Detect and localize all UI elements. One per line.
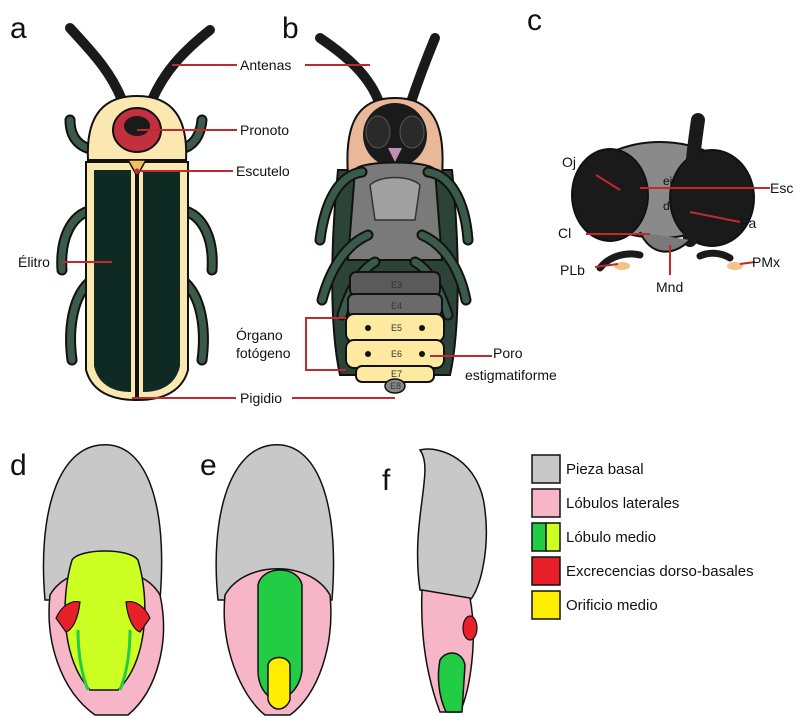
panel-letter-a: a <box>10 12 27 45</box>
label-poro-1: Poro <box>493 345 523 361</box>
label-organo-1: Órgano <box>236 327 283 343</box>
label-pigidio: Pigidio <box>240 390 282 406</box>
aedeagus-lateral <box>418 449 487 712</box>
label-escutelo: Escutelo <box>236 163 290 179</box>
legend-label: Pieza basal <box>566 461 644 478</box>
label-antenas: Antenas <box>240 57 291 73</box>
legend-label: Lóbulo medio <box>566 529 656 546</box>
beetle-head-view <box>572 120 754 270</box>
beetle-ventral-view: E3 E4 E5 E6 E7 E8 <box>320 38 468 393</box>
label-mnd: Mnd <box>656 279 683 295</box>
aedeagus-dorsal <box>43 445 163 715</box>
label-fa: Fa <box>740 215 757 231</box>
label-poro-2: estigmatiforme <box>465 367 557 383</box>
legend-item-excrecencias: Excrecencias dorso-basales <box>532 557 754 585</box>
label-cl: Cl <box>558 225 571 241</box>
legend-label: Orificio medio <box>566 597 658 614</box>
legend-label: Excrecencias dorso-basales <box>566 563 754 580</box>
segment-e3: E3 <box>391 280 402 290</box>
segment-e8: E8 <box>390 381 401 391</box>
legend-item-lobulos-laterales: Lóbulos laterales <box>532 489 679 517</box>
panel-letter-b: b <box>282 12 299 45</box>
panel-letter-e: e <box>200 449 217 482</box>
legend: Pieza basal Lóbulos laterales Lóbulo med… <box>532 455 754 619</box>
label-esc: Esc <box>770 180 793 196</box>
label-pmx: PMx <box>752 254 780 270</box>
label-plb: PLb <box>560 262 585 278</box>
label-di: di <box>663 199 672 213</box>
legend-item-pieza-basal: Pieza basal <box>532 455 644 483</box>
segment-e4: E4 <box>391 301 402 311</box>
label-ei: ei <box>663 174 672 188</box>
label-elitro: Élitro <box>18 254 50 270</box>
label-organo-2: fotógeno <box>236 345 291 361</box>
label-pronoto: Pronoto <box>240 122 289 138</box>
legend-item-orificio-medio: Orificio medio <box>532 591 658 619</box>
beetle-dorsal-view <box>62 28 213 400</box>
segment-e5: E5 <box>391 323 402 333</box>
legend-item-lobulo-medio: Lóbulo medio <box>532 523 656 551</box>
segment-e7: E7 <box>391 369 402 379</box>
panel-letter-c: c <box>527 4 542 37</box>
aedeagus-ventral <box>216 445 333 715</box>
segment-e6: E6 <box>391 349 402 359</box>
legend-label: Lóbulos laterales <box>566 495 679 512</box>
panel-letter-f: f <box>382 464 391 497</box>
panel-letter-d: d <box>10 449 27 482</box>
label-oj: Oj <box>562 154 576 170</box>
